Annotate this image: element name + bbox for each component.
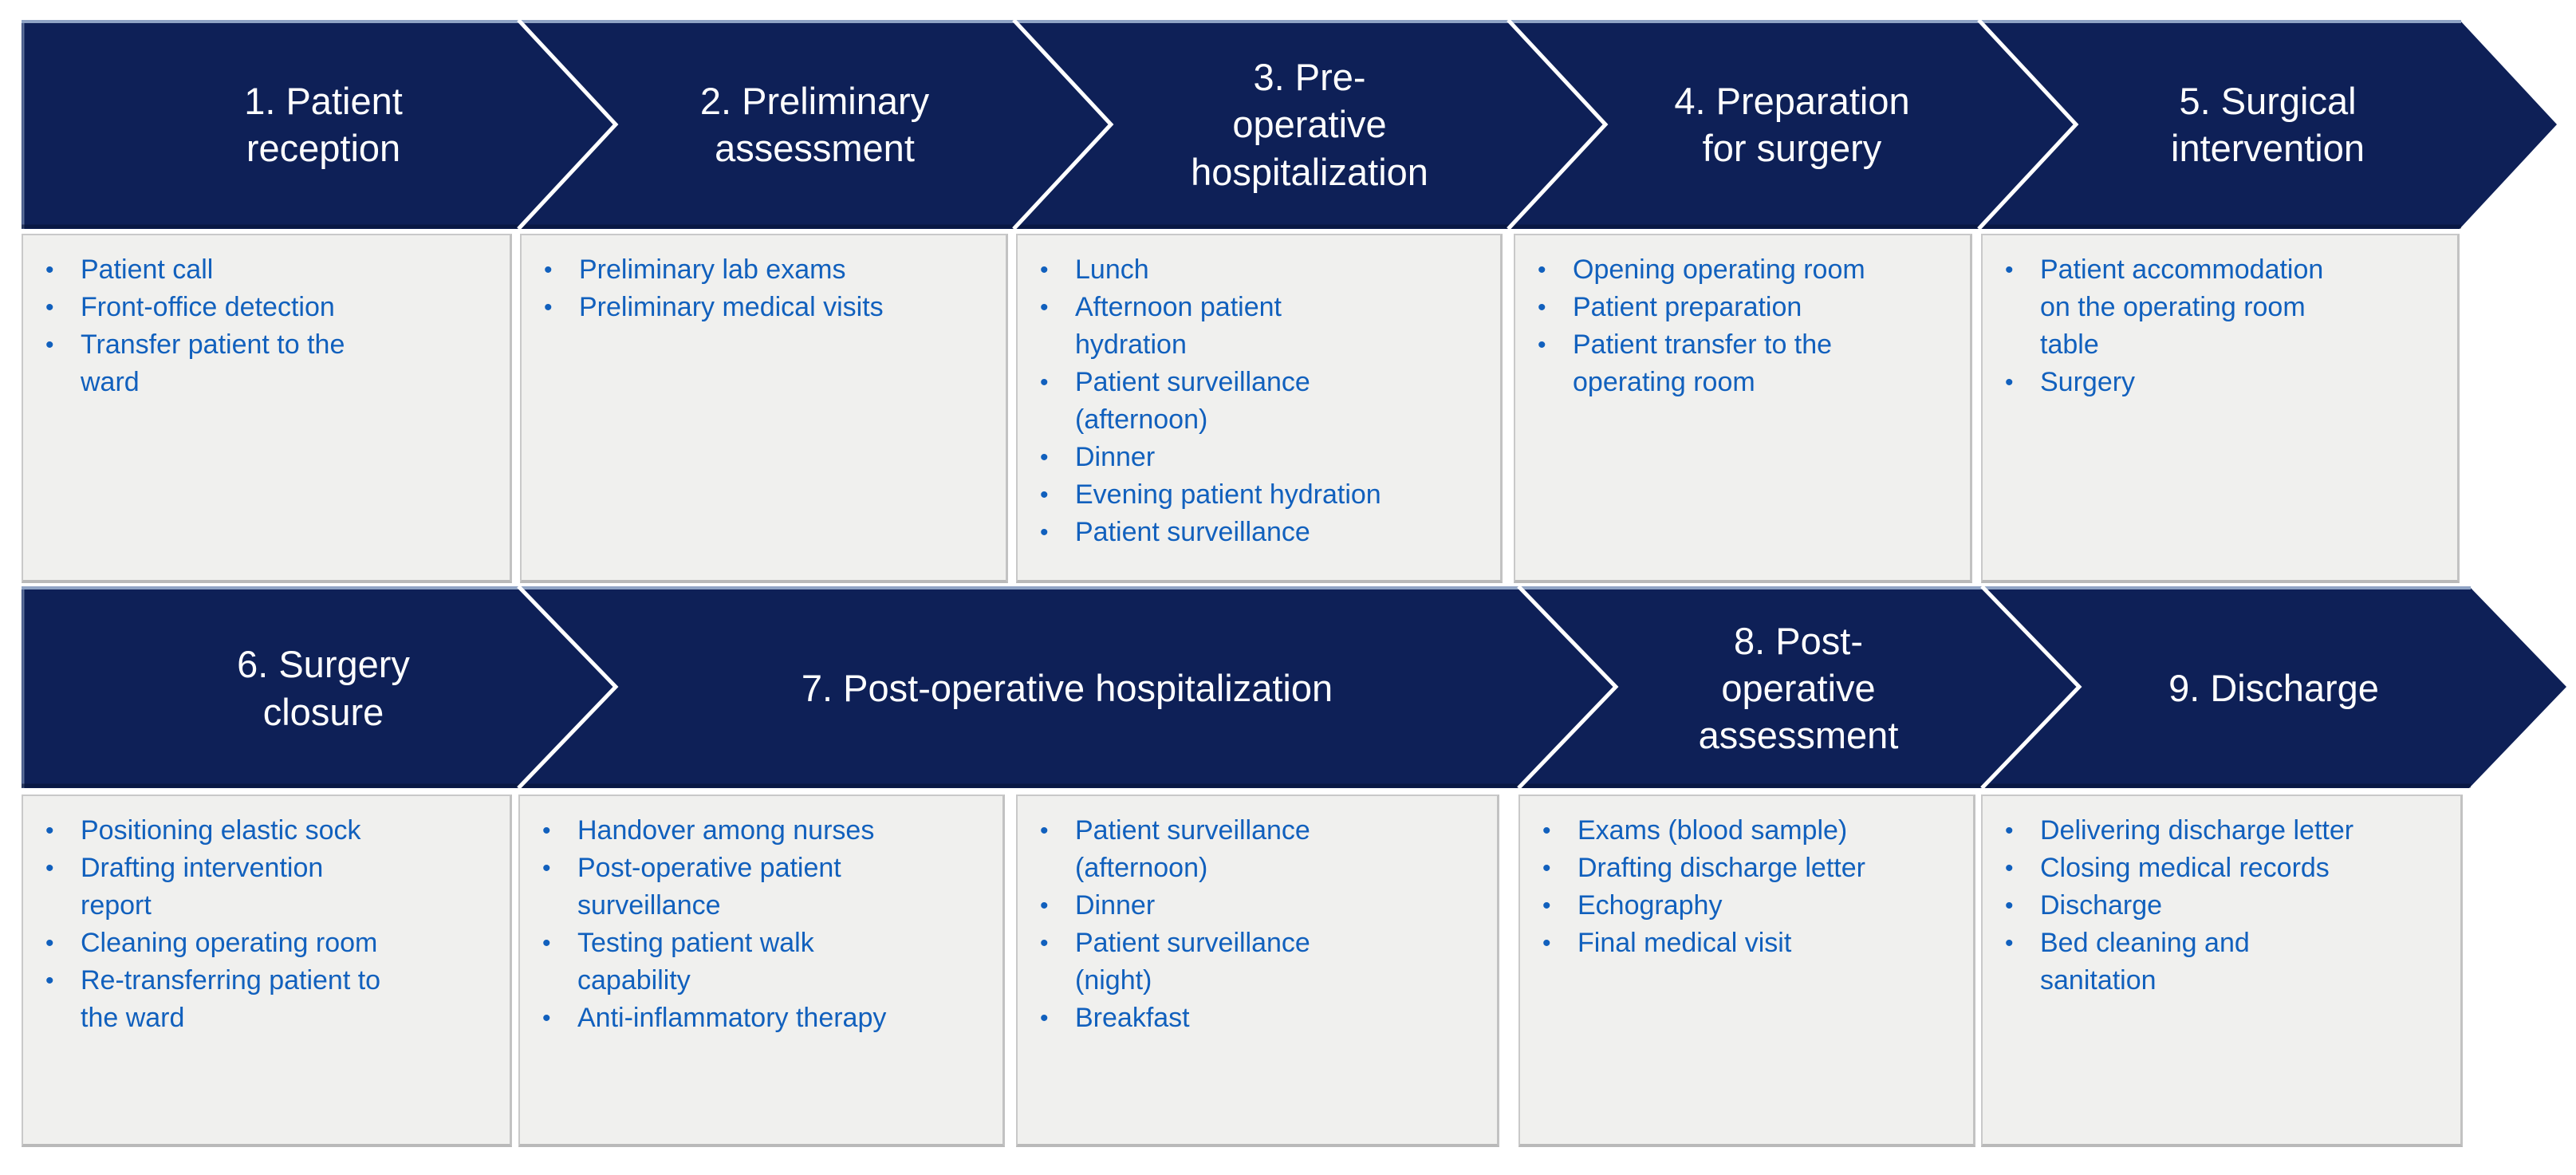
stage-7-activities-col1: •Handover among nurses •Post-operative p… [518,795,1005,1147]
list-item: •Echography [1542,887,1964,925]
bullet-icon: • [1040,444,1049,471]
list-item: •Dinner [1040,887,1487,925]
list-item: •Re-transferring patient to the ward [45,962,500,1037]
list-item: •Front-office detection [45,289,500,326]
bullet-icon: • [544,257,553,283]
bullet-icon: • [45,968,54,994]
bullet-icon: • [1538,257,1546,283]
list-item: •Patient surveillance [1040,514,1491,551]
list-item: •Breakfast [1040,1000,1487,1037]
list-item: •Drafting intervention report [45,850,500,925]
stage-9-chevron [1982,586,2566,788]
list-item: •Patient transfer to the operating room [1538,326,1960,401]
list-item: •Afternoon patient hydration [1040,289,1491,364]
list-item: •Patient surveillance (afternoon) [1040,364,1491,439]
list-item: •Preliminary medical visits [544,289,996,326]
list-item: •Positioning elastic sock [45,812,500,850]
list-item: •Patient call [45,251,500,289]
list-item: •Patient preparation [1538,289,1960,326]
bullet-icon: • [2005,369,2014,396]
bullet-icon: • [2005,893,2014,919]
bullet-icon: • [2005,855,2014,881]
bullet-icon: • [1040,257,1049,283]
list-item: •Closing medical records [2005,850,2451,887]
separator-6-7 [517,585,619,790]
stage-1-activities: •Patient call •Front-office detection •T… [22,234,512,583]
stage-4-activities: •Opening operating room •Patient prepara… [1514,234,1972,583]
bullet-icon: • [1040,1005,1049,1031]
bullet-icon: • [45,294,54,321]
list-item: •Testing patient walk capability [542,925,993,1000]
list-item: •Handover among nurses [542,812,993,850]
stage-2-activities: •Preliminary lab exams •Preliminary medi… [520,234,1008,583]
bullet-icon: • [1040,519,1049,546]
list-item: •Patient surveillance (night) [1040,925,1487,1000]
stage-8-chevron [1518,586,2079,788]
bullet-icon: • [45,818,54,844]
bullet-icon: • [1040,294,1049,321]
bullet-icon: • [2005,257,2014,283]
stage-5-chevron [1979,20,2557,229]
separator-3-4 [1507,18,1609,231]
stage-7-activities-col2: •Patient surveillance (afternoon) •Dinne… [1016,795,1499,1147]
bullet-icon: • [1542,818,1551,844]
list-item: •Lunch [1040,251,1491,289]
stage-6-chevron [22,586,616,788]
list-item: •Patient accommodation on the operating … [2005,251,2448,364]
bullet-icon: • [45,332,54,358]
bullet-icon: • [1538,294,1546,321]
list-item: •Drafting discharge letter [1542,850,1964,887]
list-item: •Transfer patient to the ward [45,326,500,401]
stage-3-activities: •Lunch •Afternoon patient hydration •Pat… [1016,234,1503,583]
list-item: •Delivering discharge letter [2005,812,2451,850]
list-item: •Final medical visit [1542,925,1964,962]
bullet-icon: • [1542,893,1551,919]
list-item: •Preliminary lab exams [544,251,996,289]
bullet-icon: • [1040,893,1049,919]
list-item: •Evening patient hydration [1040,476,1491,514]
separator-1-2 [517,18,619,231]
stage-7-chevron [518,586,1616,788]
list-item: •Surgery [2005,364,2448,401]
list-item: •Post-operative patient surveillance [542,850,993,925]
list-item: •Anti-inflammatory therapy [542,1000,993,1037]
list-item: •Cleaning operating room [45,925,500,962]
list-item: •Dinner [1040,439,1491,476]
list-item: •Opening operating room [1538,251,1960,289]
separator-4-5 [1977,18,2079,231]
list-item: •Discharge [2005,887,2451,925]
bullet-icon: • [1040,818,1049,844]
bullet-icon: • [45,855,54,881]
bullet-icon: • [1040,930,1049,956]
bullet-icon: • [2005,930,2014,956]
bullet-icon: • [1040,482,1049,508]
bullet-icon: • [45,930,54,956]
stage-9-activities: •Delivering discharge letter •Closing me… [1981,795,2463,1147]
stage-2-chevron [518,20,1111,229]
bullet-icon: • [542,818,551,844]
list-item: •Exams (blood sample) [1542,812,1964,850]
separator-8-9 [1980,585,2082,790]
bullet-icon: • [1542,855,1551,881]
bullet-icon: • [1538,332,1546,358]
bullet-icon: • [1542,930,1551,956]
stage-5-activities: •Patient accommodation on the operating … [1981,234,2460,583]
separator-2-3 [1012,18,1114,231]
bullet-icon: • [542,855,551,881]
stage-4-chevron [1508,20,2076,229]
bullet-icon: • [45,257,54,283]
bullet-icon: • [542,1005,551,1031]
bullet-icon: • [1040,369,1049,396]
stage-3-chevron [1014,20,1605,229]
stage-1-chevron [22,20,616,229]
list-item: •Patient surveillance (afternoon) [1040,812,1487,887]
list-item: •Bed cleaning and sanitation [2005,925,2451,1000]
stage-8-activities: •Exams (blood sample) •Drafting discharg… [1518,795,1975,1147]
bullet-icon: • [2005,818,2014,844]
bullet-icon: • [542,930,551,956]
stage-6-activities: •Positioning elastic sock •Drafting inte… [22,795,512,1147]
separator-7-8 [1517,585,1619,790]
bullet-icon: • [544,294,553,321]
